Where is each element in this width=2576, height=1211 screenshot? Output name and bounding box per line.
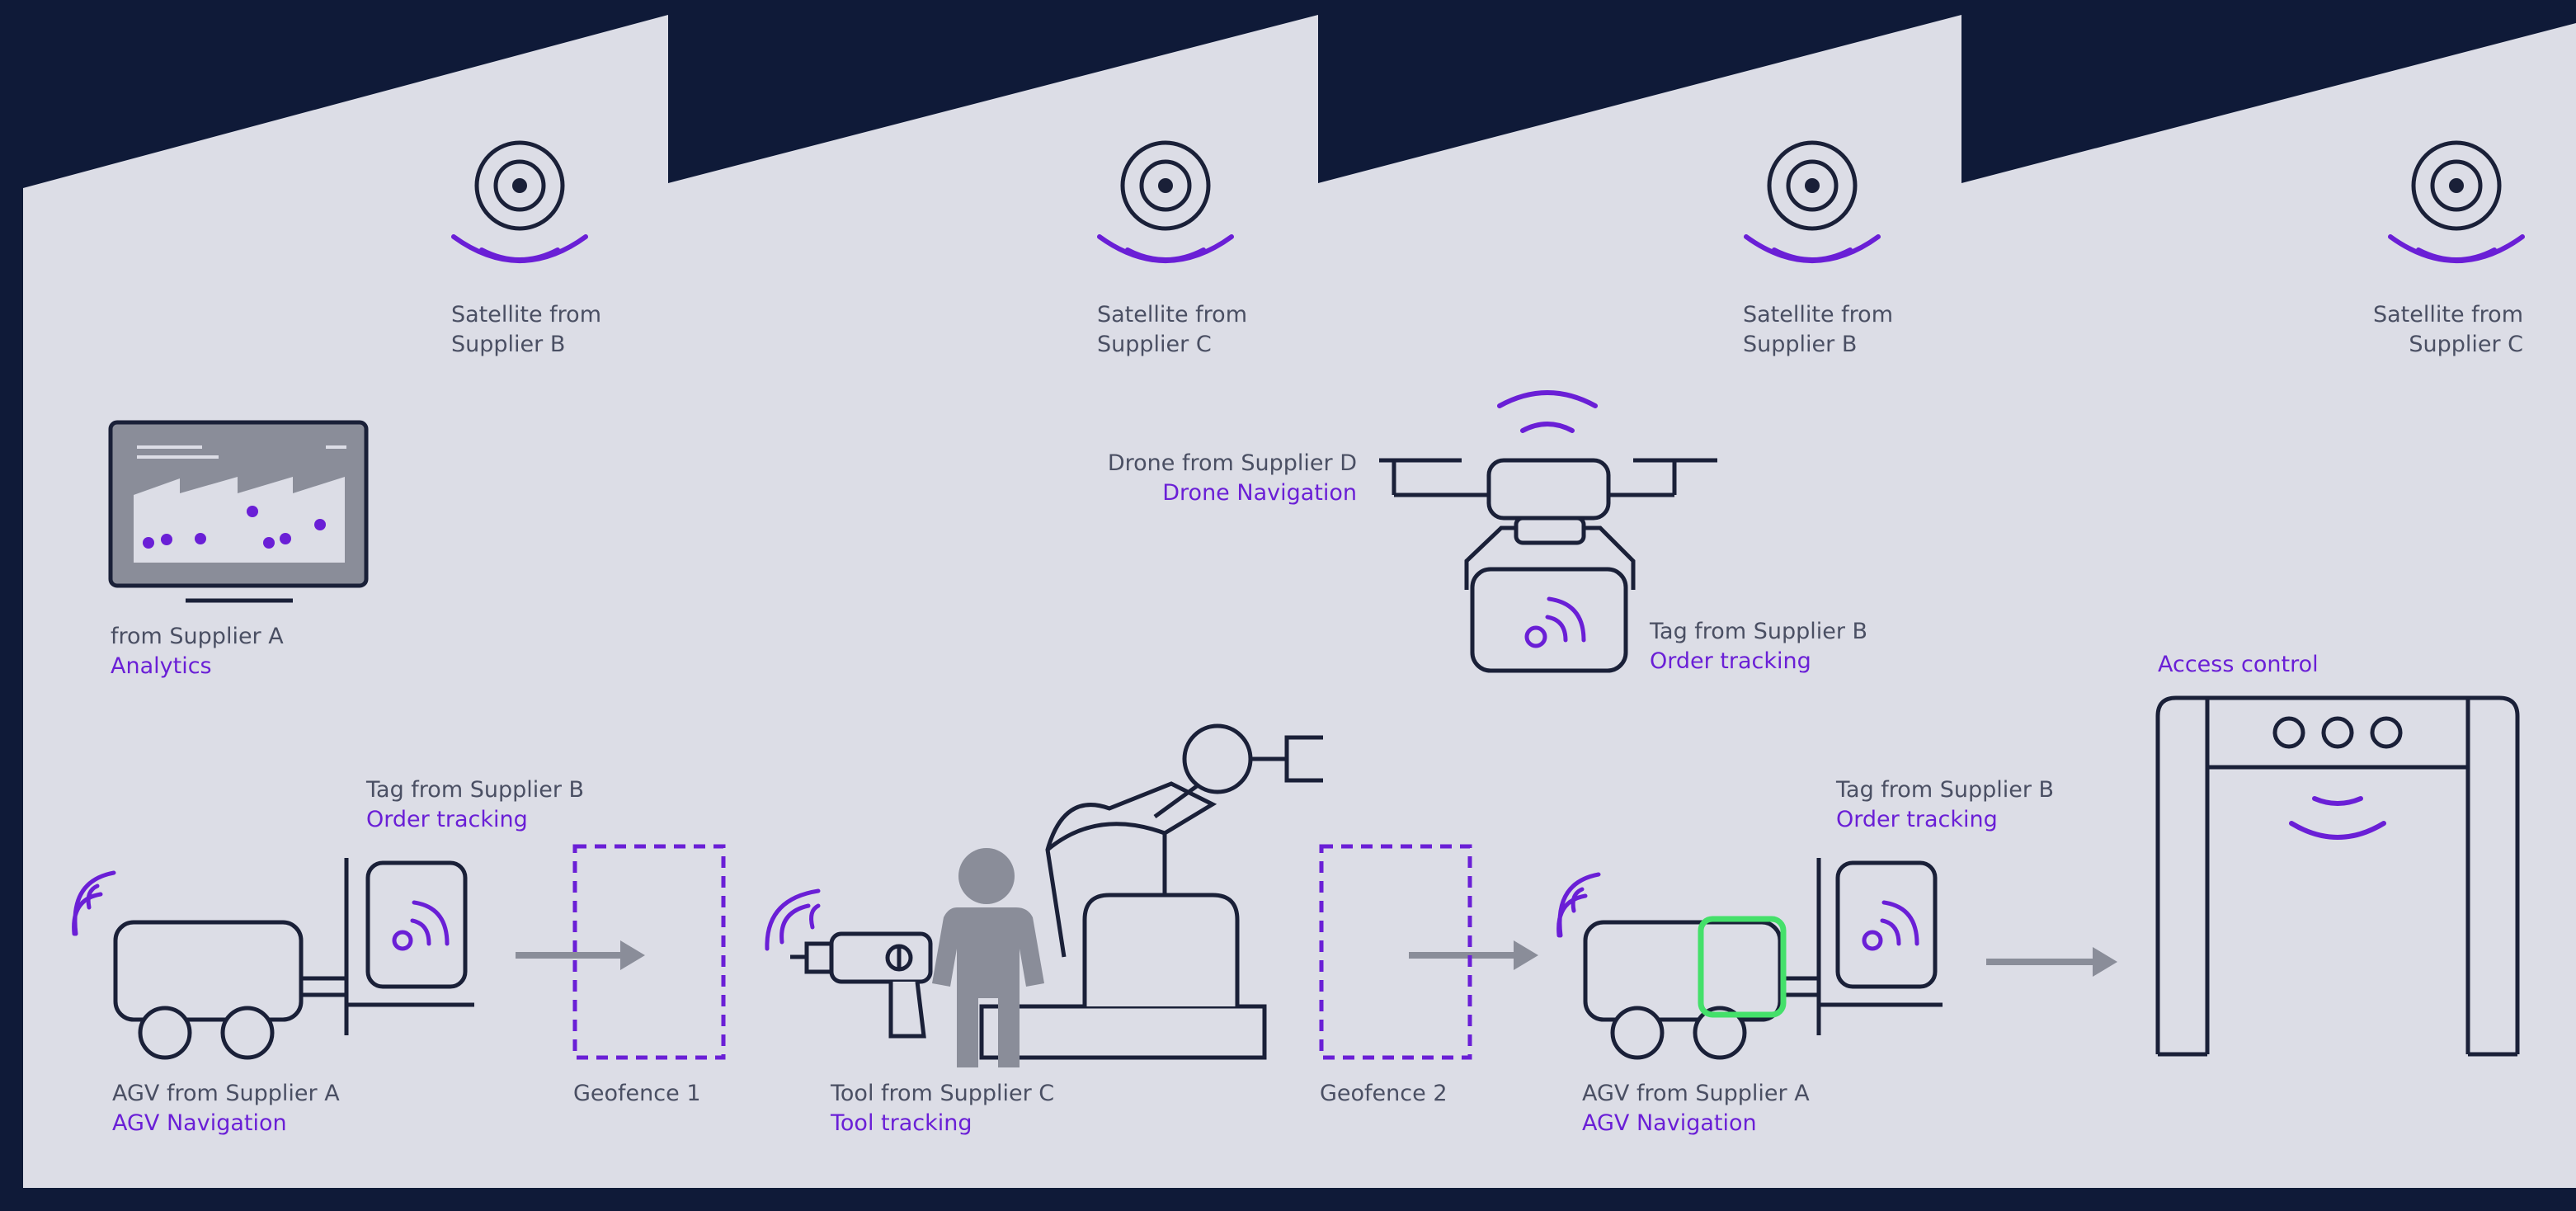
tool-drill-icon (765, 888, 933, 1039)
geofence-2-label: Geofence 2 (1320, 1079, 1448, 1109)
satellite-4-label: Satellite from Supplier C (2373, 300, 2523, 360)
satellite-4-line2: Supplier C (2409, 332, 2523, 357)
access-control-gate-icon (2155, 695, 2520, 1057)
agv-1-icon (72, 858, 474, 1060)
satellite-3-label: Satellite from Supplier B (1743, 300, 1893, 360)
tag-1-label: Tag from Supplier B Order tracking (366, 775, 584, 835)
tag-2-function: Order tracking (1836, 807, 1998, 832)
geofence-2-zone (1319, 844, 1472, 1060)
agv-2-label: AGV from Supplier A AGV Navigation (1582, 1079, 1810, 1138)
geofence-1-zone (572, 844, 726, 1060)
access-control-label: Access control (2158, 650, 2319, 680)
satellite-3-line2: Supplier B (1743, 332, 1858, 357)
drone-icon (1379, 390, 1717, 673)
satellite-2-line2: Supplier C (1097, 332, 1212, 357)
drone-tag-function: Order tracking (1650, 648, 1811, 674)
person-icon (932, 848, 1044, 1067)
satellite-3-line1: Satellite from (1743, 302, 1893, 327)
tool-supplier: Tool from Supplier C (831, 1081, 1055, 1106)
arrow-icon (1409, 940, 1538, 970)
analytics-label: from Supplier A Analytics (111, 622, 284, 681)
satellite-2-label: Satellite from Supplier C (1097, 300, 1247, 360)
satellite-1-line2: Supplier B (451, 332, 566, 357)
arrow-icon (1986, 947, 2117, 977)
robot-arm-icon (979, 723, 1323, 1060)
factory-building (23, 15, 2576, 1188)
highlight-box (1698, 916, 1787, 1018)
drone-supplier: Drone from Supplier D (1107, 450, 1357, 476)
satellite-icon (451, 140, 588, 263)
tool-function: Tool tracking (831, 1110, 972, 1136)
tag-2-supplier: Tag from Supplier B (1836, 777, 2055, 803)
satellite-4-line1: Satellite from (2373, 302, 2523, 327)
satellite-2-line1: Satellite from (1097, 302, 1247, 327)
analytics-supplier: from Supplier A (111, 624, 284, 649)
arrow-icon (516, 940, 645, 970)
agv-2-icon (1556, 858, 1943, 1060)
geofence-2-name: Geofence 2 (1320, 1081, 1448, 1106)
drone-tag-supplier: Tag from Supplier B (1650, 619, 1868, 644)
satellite-icon (1097, 140, 1234, 263)
geofence-1-label: Geofence 1 (573, 1079, 701, 1109)
tool-label: Tool from Supplier C Tool tracking (831, 1079, 1054, 1138)
satellite-icon (2388, 140, 2525, 263)
satellite-icon (1744, 140, 1881, 263)
satellite-1-label: Satellite from Supplier B (451, 300, 601, 360)
analytics-function: Analytics (111, 653, 212, 679)
satellite-1-line1: Satellite from (451, 302, 601, 327)
geofence-1-name: Geofence 1 (573, 1081, 701, 1106)
drone-function: Drone Navigation (1162, 480, 1357, 506)
agv-2-supplier: AGV from Supplier A (1582, 1081, 1810, 1106)
access-control-function: Access control (2158, 652, 2319, 677)
agv-1-supplier: AGV from Supplier A (112, 1081, 340, 1106)
tag-1-supplier: Tag from Supplier B (366, 777, 585, 803)
tag-2-label: Tag from Supplier B Order tracking (1836, 775, 2054, 835)
drone-tag-label: Tag from Supplier B Order tracking (1650, 617, 1867, 676)
analytics-monitor-icon (108, 420, 369, 603)
drone-label: Drone from Supplier D Drone Navigation (1108, 449, 1357, 508)
tag-1-function: Order tracking (366, 807, 528, 832)
agv-1-function: AGV Navigation (112, 1110, 287, 1136)
agv-2-function: AGV Navigation (1582, 1110, 1757, 1136)
agv-1-label: AGV from Supplier A AGV Navigation (112, 1079, 340, 1138)
